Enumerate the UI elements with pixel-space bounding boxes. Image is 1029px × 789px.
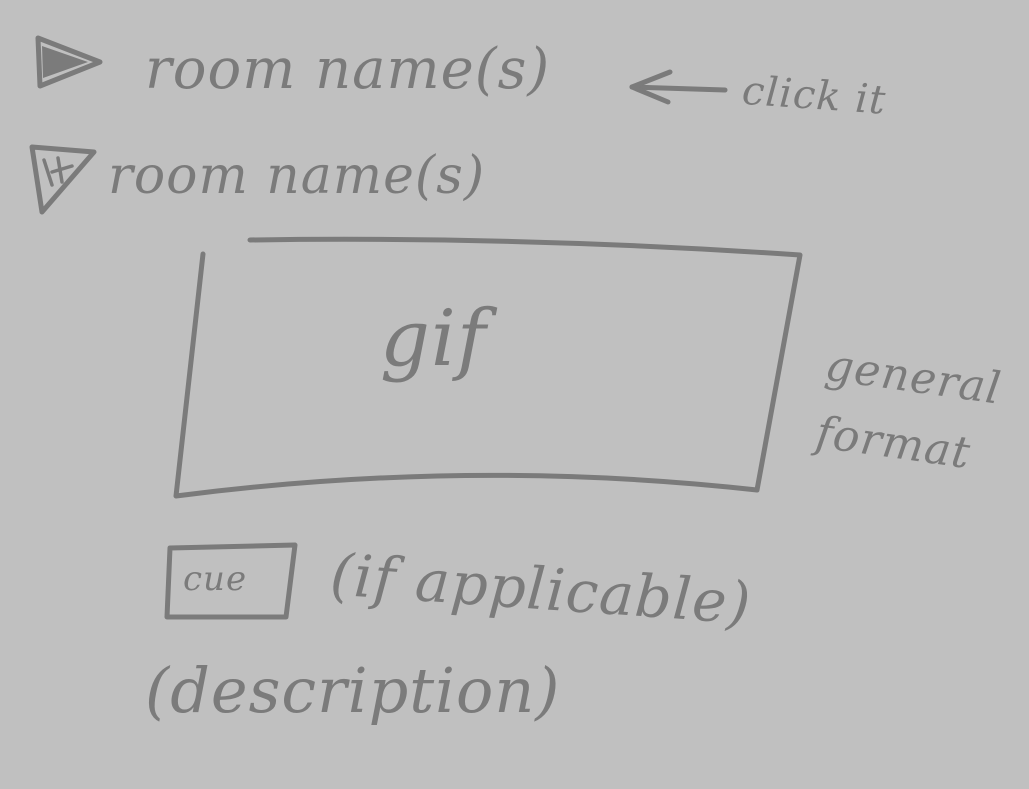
room-name-label-collapsed[interactable]: room name(s) — [145, 37, 551, 102]
arrow-left-icon — [629, 69, 728, 105]
collapsed-triangle-icon[interactable] — [35, 35, 103, 89]
gif-label: gif — [380, 294, 487, 384]
cue-box-outline — [164, 542, 298, 620]
general-format-annotation: general format — [812, 339, 1005, 480]
room-name-label-expanded[interactable]: room name(s) — [108, 146, 486, 206]
description-placeholder: (description) — [145, 654, 561, 727]
gif-box-outline — [173, 236, 803, 499]
cue-label: cue — [183, 559, 248, 599]
expanded-triangle-icon[interactable] — [29, 144, 97, 215]
